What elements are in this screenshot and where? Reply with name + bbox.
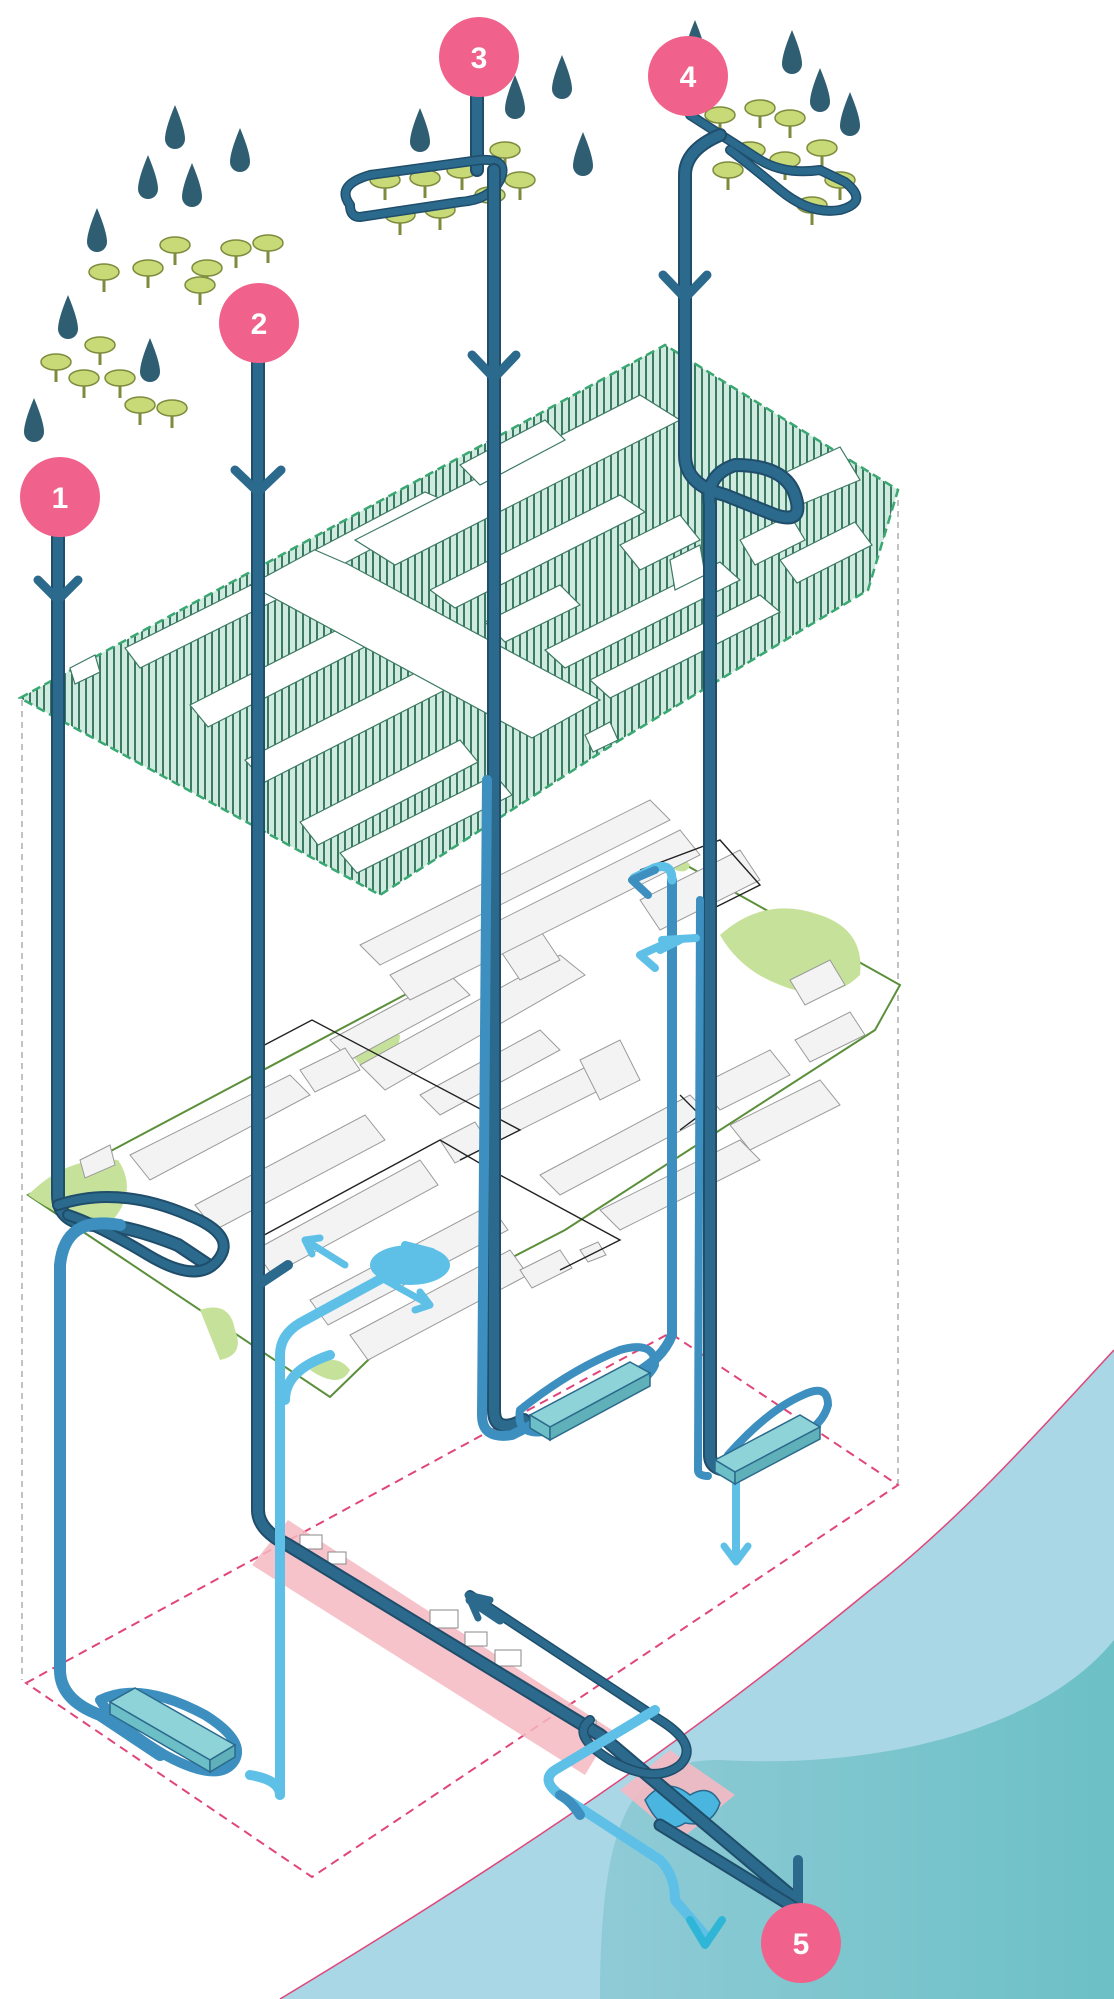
raindrop-icon xyxy=(840,92,860,136)
tree-icon xyxy=(157,400,187,428)
tree-icon xyxy=(125,397,155,425)
badge-4-label: 4 xyxy=(680,61,697,94)
rainfall xyxy=(24,20,860,442)
tree-icon xyxy=(185,277,215,305)
tree-icon xyxy=(410,170,440,198)
tree-icon xyxy=(133,260,163,288)
tree-icon xyxy=(160,237,190,265)
raindrop-icon xyxy=(810,68,830,112)
raindrop-icon xyxy=(230,128,250,172)
tree-icon xyxy=(85,337,115,365)
badge-3: 3 xyxy=(439,17,519,97)
raindrop-icon xyxy=(58,295,78,339)
tree-icon xyxy=(221,240,251,268)
tree-icon xyxy=(89,264,119,292)
badge-1: 1 xyxy=(20,457,100,537)
flow-path-4 xyxy=(662,115,856,1562)
badge-3-label: 3 xyxy=(471,42,488,75)
tree-icon xyxy=(713,162,743,190)
raindrop-icon xyxy=(182,163,202,207)
raindrop-icon xyxy=(782,30,802,74)
tree-icon xyxy=(41,354,71,382)
tree-icon xyxy=(253,235,283,263)
raindrop-icon xyxy=(410,108,430,152)
ground-level xyxy=(28,800,900,1397)
raindrop-icon xyxy=(87,208,107,252)
badge-5: 5 xyxy=(761,1903,841,1983)
badge-1-label: 1 xyxy=(52,482,69,515)
badge-4: 4 xyxy=(648,36,728,116)
raindrop-icon xyxy=(165,105,185,149)
raindrop-icon xyxy=(24,398,44,442)
tree-icon xyxy=(505,172,535,200)
tree-icon xyxy=(745,100,775,128)
raindrop-icon xyxy=(552,55,572,99)
tree-icon xyxy=(807,140,837,168)
bioswale-pond xyxy=(370,1245,450,1285)
tree-icon xyxy=(775,110,805,138)
badge-2-label: 2 xyxy=(251,308,268,341)
raindrop-icon xyxy=(573,132,593,176)
roof-level xyxy=(20,345,898,895)
tree-icon xyxy=(105,370,135,398)
raindrop-icon xyxy=(138,155,158,199)
badge-2: 2 xyxy=(219,283,299,363)
storage-tank-icon xyxy=(530,1362,650,1440)
tree-icon xyxy=(69,370,99,398)
badge-5-label: 5 xyxy=(793,1928,810,1961)
raindrop-icon xyxy=(140,338,160,382)
